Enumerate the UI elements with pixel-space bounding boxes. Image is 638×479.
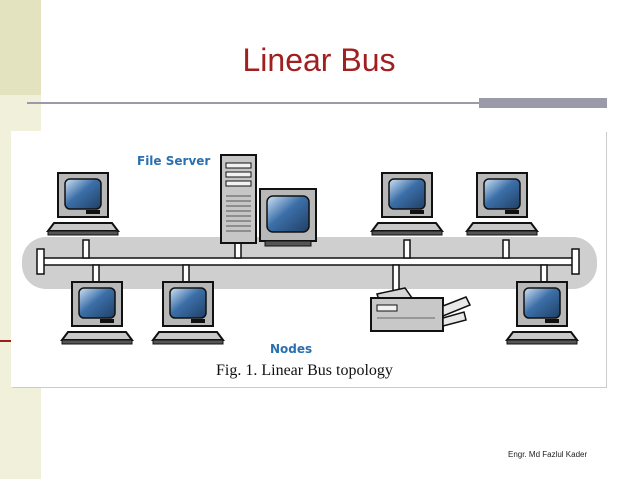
title-divider xyxy=(27,102,479,104)
drop-cable xyxy=(92,264,100,284)
drop-cable xyxy=(403,239,411,259)
file-server-label: File Server xyxy=(137,154,210,168)
figure-caption: Fig. 1. Linear Bus topology xyxy=(216,362,393,379)
slide-title: Linear Bus xyxy=(242,42,396,78)
file-server-monitor xyxy=(259,188,317,247)
bus-terminator-left xyxy=(36,248,45,275)
computer-node xyxy=(47,172,119,236)
bus-cable xyxy=(37,257,579,266)
computer-node xyxy=(371,172,443,236)
computer-node xyxy=(61,281,133,345)
drop-cable xyxy=(182,264,190,284)
left-decorative-band-top xyxy=(0,0,41,95)
footer-author: Engr. Md Fazlul Kader xyxy=(508,450,588,459)
file-server-tower xyxy=(220,154,257,244)
nodes-label: Nodes xyxy=(270,342,312,356)
drop-cable xyxy=(82,239,90,259)
computer-node xyxy=(506,281,578,345)
printer xyxy=(370,287,472,332)
left-accent-mark xyxy=(0,340,12,342)
drop-cable xyxy=(540,264,548,284)
drop-cable xyxy=(502,239,510,259)
computer-node xyxy=(152,281,224,345)
computer-node xyxy=(466,172,538,236)
title-divider-accent xyxy=(479,98,607,108)
bus-terminator-right xyxy=(571,248,580,275)
